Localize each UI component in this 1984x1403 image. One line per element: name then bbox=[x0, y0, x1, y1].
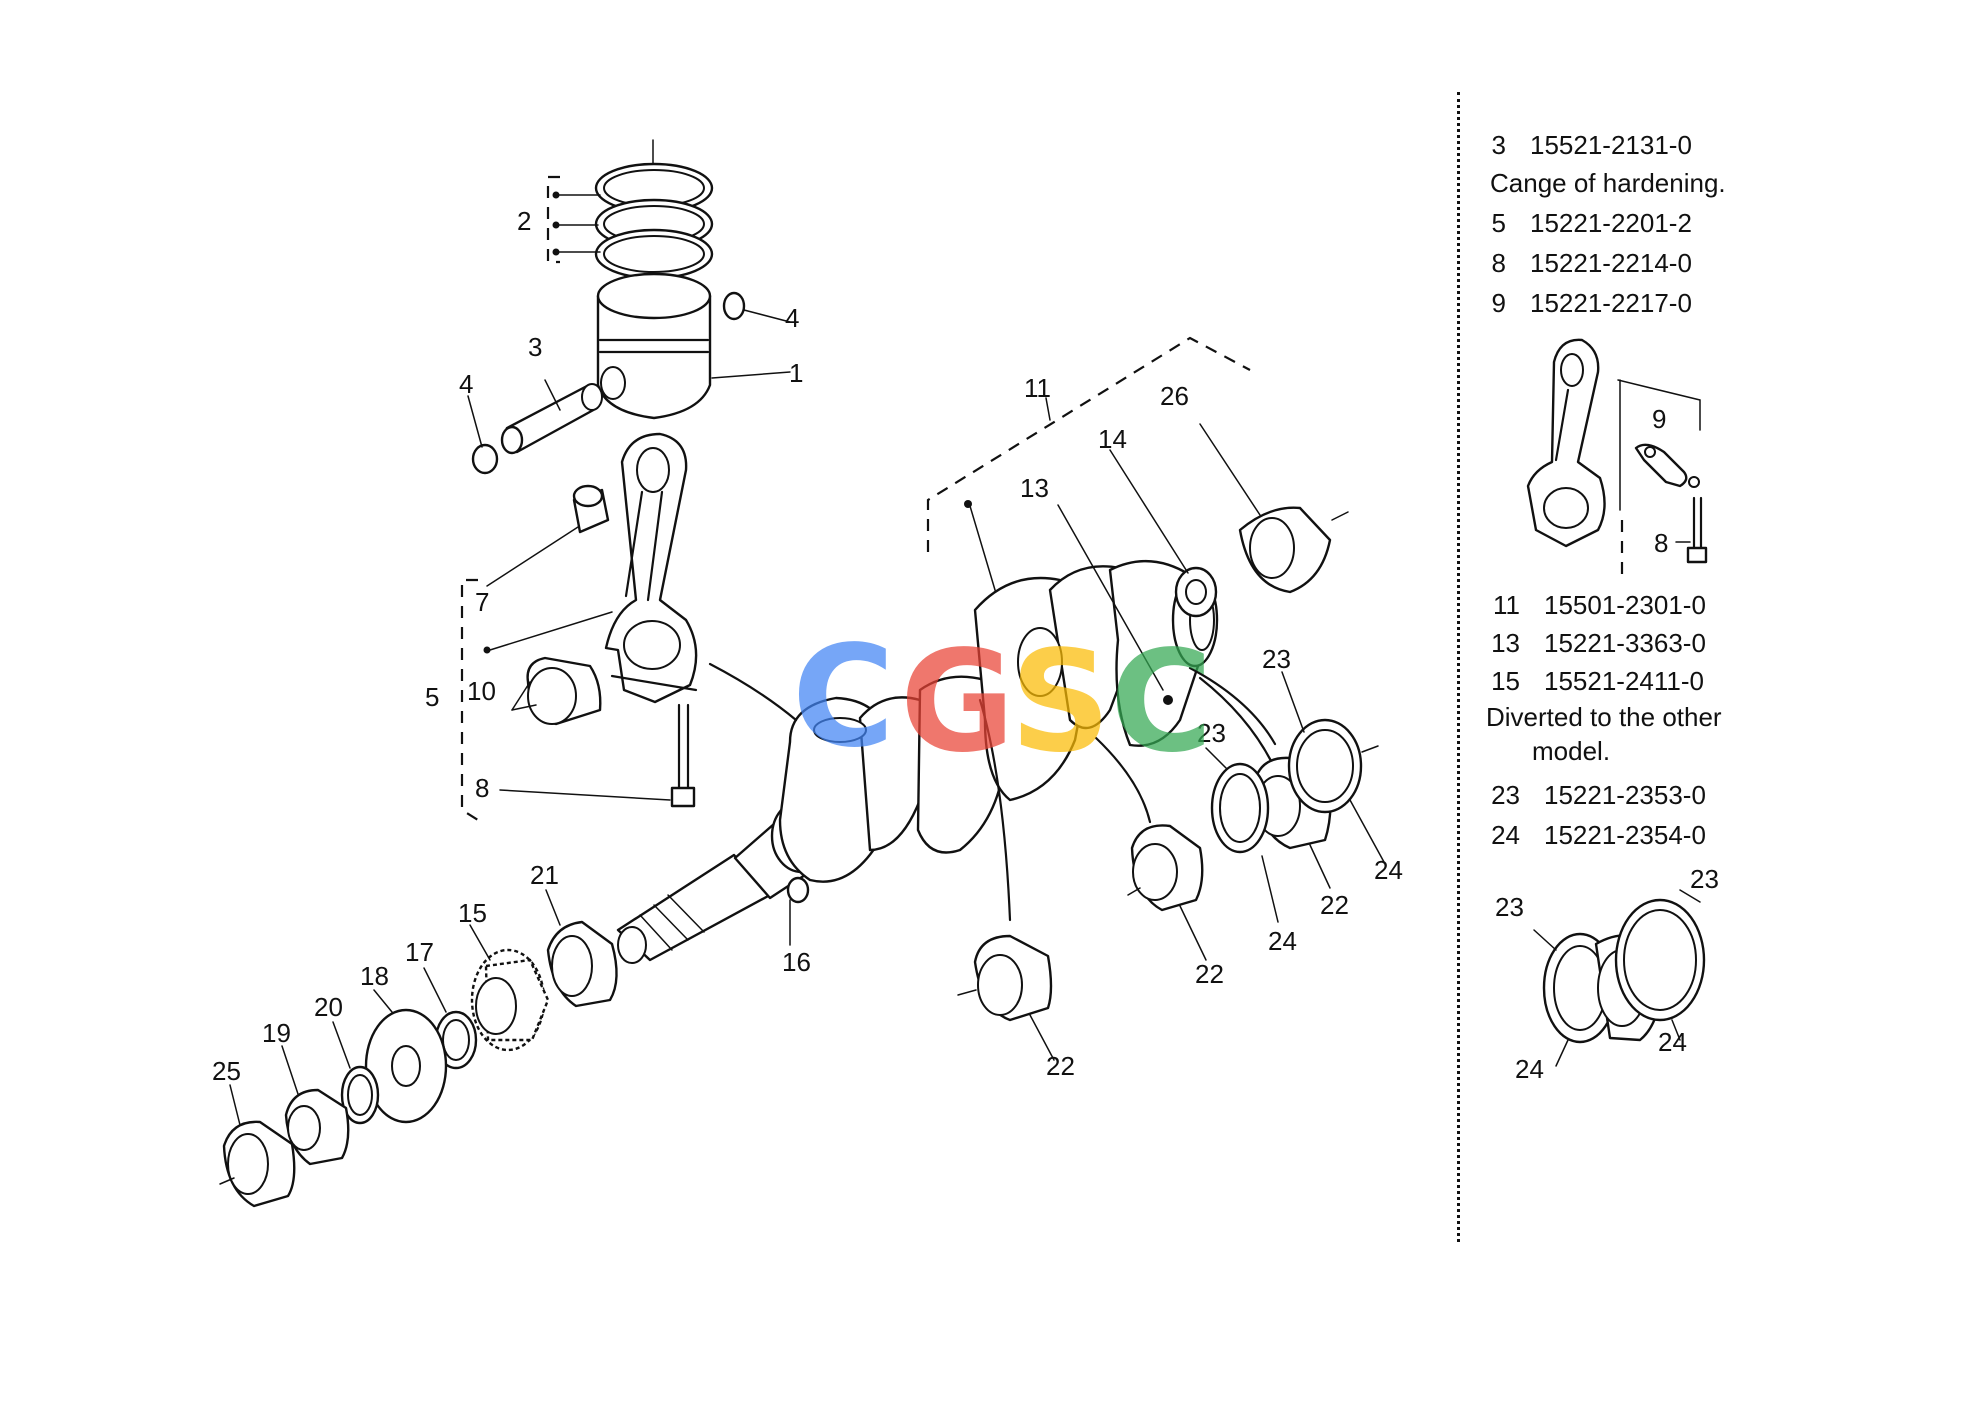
oil-seal-25 bbox=[219, 1084, 296, 1208]
part-row-15: 15 15521-2411-0 bbox=[1466, 666, 1704, 697]
callout-22-rear: 22 bbox=[1320, 890, 1349, 920]
callout-23-left: 23 bbox=[1197, 718, 1226, 748]
part-number: 15221-2217-0 bbox=[1530, 288, 1692, 318]
bearing-21 bbox=[545, 889, 618, 1008]
part-row-8: 8 15221-2214-0 bbox=[1466, 248, 1692, 279]
part-row-9: 9 15221-2217-0 bbox=[1466, 288, 1692, 319]
snap-ring-left bbox=[467, 395, 499, 475]
inset-bearing-label-24-right: 24 bbox=[1658, 1027, 1687, 1057]
part-row-index: 5 bbox=[1491, 208, 1506, 238]
callout-14: 14 bbox=[1098, 424, 1127, 454]
callout-20: 20 bbox=[314, 992, 343, 1022]
callout-10: 10 bbox=[467, 676, 496, 706]
part-number: 15521-2411-0 bbox=[1544, 666, 1704, 696]
crank-pin-key bbox=[786, 876, 810, 946]
part-row-index: 9 bbox=[1491, 288, 1506, 318]
inset-bearing-label-23-left: 23 bbox=[1495, 892, 1524, 922]
inset-bearing-label-23-right: 23 bbox=[1690, 864, 1719, 894]
callout-15: 15 bbox=[458, 898, 487, 928]
callout-1: 1 bbox=[789, 358, 803, 388]
part-row-index: 23 bbox=[1491, 780, 1520, 810]
connecting-rod bbox=[604, 432, 698, 704]
part-row-index: 24 bbox=[1491, 820, 1520, 850]
callout-18: 18 bbox=[360, 961, 389, 991]
part-number: 15221-2214-0 bbox=[1530, 248, 1692, 278]
part-number: 15221-2354-0 bbox=[1544, 820, 1706, 850]
part-row-23: 23 15221-2353-0 bbox=[1466, 780, 1706, 811]
piston-ring-set bbox=[546, 139, 714, 291]
callout-13: 13 bbox=[1020, 473, 1049, 503]
callout-5: 5 bbox=[425, 682, 439, 712]
callout-24-right: 24 bbox=[1374, 855, 1403, 885]
callout-22-front: 22 bbox=[1046, 1051, 1075, 1081]
main-bearing-22-middle bbox=[1127, 824, 1207, 961]
oil-seal-26 bbox=[1199, 423, 1349, 594]
part-row-11: 11 15501-2301-0 bbox=[1466, 590, 1706, 621]
crank-gear-13 bbox=[1057, 504, 1173, 705]
main-bearing-22-front bbox=[957, 934, 1055, 1061]
part-number: 15521-2131-0 bbox=[1530, 130, 1692, 160]
collar-19 bbox=[281, 1045, 350, 1166]
inset-thrust-bearing bbox=[1533, 889, 1706, 1067]
piston bbox=[596, 272, 791, 420]
callout-17: 17 bbox=[405, 937, 434, 967]
callout-26: 26 bbox=[1160, 381, 1189, 411]
piston-pin bbox=[500, 379, 603, 455]
callout-19: 19 bbox=[262, 1018, 291, 1048]
part-number: 15501-2301-0 bbox=[1544, 590, 1706, 620]
part-row-3: 3 15521-2131-0 bbox=[1466, 130, 1692, 161]
small-end-bushing bbox=[486, 484, 610, 587]
part-number: 15221-3363-0 bbox=[1544, 628, 1706, 658]
rod-bearing bbox=[511, 656, 602, 726]
inset-bearing-label-24-left: 24 bbox=[1515, 1054, 1544, 1084]
watermark-letter-c2: C bbox=[1110, 621, 1213, 784]
callout-16: 16 bbox=[782, 947, 811, 977]
crank-gear-15 bbox=[469, 924, 550, 1052]
part-row-index: 8 bbox=[1491, 248, 1506, 278]
part-number: 15221-2353-0 bbox=[1544, 780, 1706, 810]
callout-22-middle: 22 bbox=[1195, 959, 1224, 989]
inset-connecting-rod bbox=[1526, 338, 1708, 580]
callout-21: 21 bbox=[530, 860, 559, 890]
part-number: 15221-2201-2 bbox=[1530, 208, 1692, 238]
thrust-washer-23-right bbox=[1281, 671, 1385, 863]
callout-4-left: 4 bbox=[459, 369, 473, 399]
note-diverted-line-2: model. bbox=[1532, 736, 1611, 766]
callout-11: 11 bbox=[1024, 373, 1051, 403]
callout-7: 7 bbox=[475, 587, 489, 617]
callout-2: 2 bbox=[517, 206, 531, 236]
panel-divider bbox=[1457, 92, 1460, 1242]
plate-18 bbox=[364, 989, 448, 1124]
thrust-washer-23-left bbox=[1205, 747, 1279, 923]
note-hardening: Cange of hardening. bbox=[1490, 168, 1726, 198]
note-diverted-line-1: Diverted to the other bbox=[1486, 702, 1722, 732]
rear-bearing-14 bbox=[1109, 449, 1218, 618]
part-row-5: 5 15221-2201-2 bbox=[1466, 208, 1692, 239]
callout-25: 25 bbox=[212, 1056, 241, 1086]
cgsc-watermark: C G S C bbox=[792, 616, 1213, 784]
rod-bolt bbox=[499, 703, 696, 808]
inset-rod-label-9: 9 bbox=[1652, 404, 1666, 434]
part-row-index: 13 bbox=[1491, 628, 1520, 658]
callout-8: 8 bbox=[475, 773, 489, 803]
callout-4-right: 4 bbox=[785, 303, 799, 333]
part-row-24: 24 15221-2354-0 bbox=[1466, 820, 1706, 851]
watermark-letter-s: S bbox=[1010, 621, 1111, 784]
inset-rod-label-8: 8 bbox=[1654, 528, 1668, 558]
part-row-13: 13 15221-3363-0 bbox=[1466, 628, 1706, 659]
callout-24-left: 24 bbox=[1268, 926, 1297, 956]
callout-3: 3 bbox=[528, 332, 542, 362]
part-row-index: 15 bbox=[1491, 666, 1520, 696]
o-ring-20 bbox=[332, 1021, 380, 1125]
part-row-index: 11 bbox=[1493, 590, 1520, 620]
watermark-letter-c1: C bbox=[792, 616, 895, 779]
crankshaft bbox=[616, 560, 1282, 964]
callout-23-right: 23 bbox=[1262, 644, 1291, 674]
watermark-letter-g: G bbox=[900, 621, 1015, 784]
snap-ring-right bbox=[722, 291, 791, 323]
part-row-index: 3 bbox=[1491, 130, 1506, 160]
